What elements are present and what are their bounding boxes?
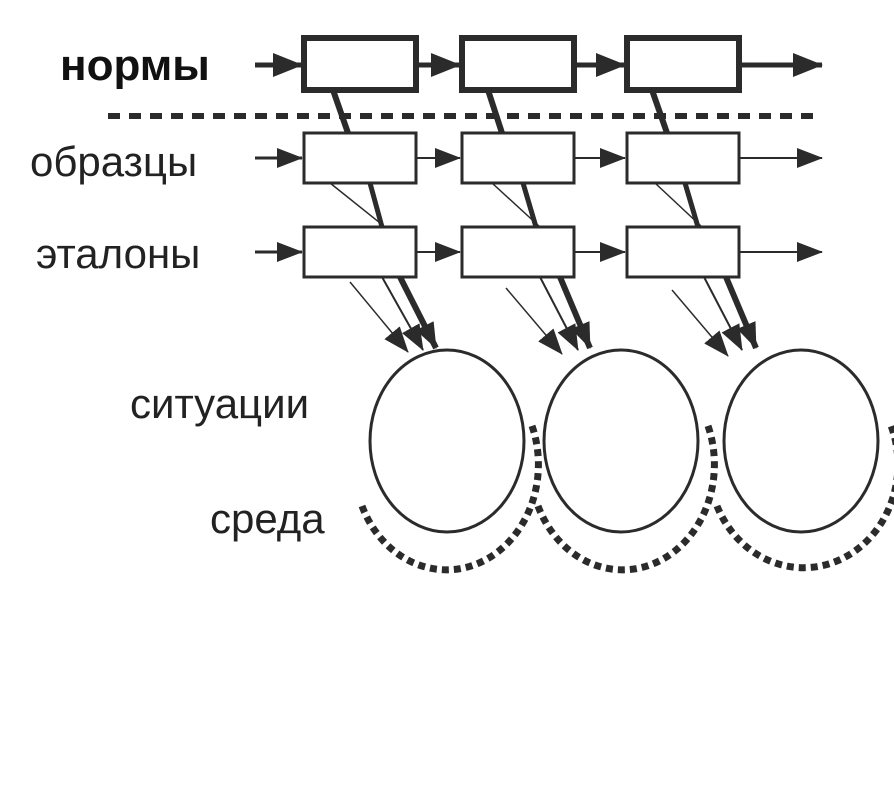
standard-box-2 — [460, 225, 576, 279]
environment-arc-2 — [534, 421, 718, 574]
standard-box-3 — [625, 225, 741, 279]
sample-link-1a — [329, 182, 386, 228]
norm-arrow-situation-2 — [557, 275, 593, 350]
samples-row — [255, 131, 823, 185]
standard-arrow-situation-1 — [349, 281, 409, 353]
flow-group-1 — [329, 89, 439, 353]
norm-arrow-situation-1 — [397, 275, 439, 350]
situation-ellipse-3 — [722, 348, 880, 534]
standards-label: эталоны — [36, 230, 200, 277]
sample-link-2a — [491, 182, 541, 228]
norm-link-3a — [649, 89, 670, 134]
sample-arrow-situation-1 — [381, 276, 424, 351]
norm-link-2a — [485, 89, 505, 134]
environment-arc-1 — [358, 421, 542, 574]
norms-row — [255, 35, 823, 93]
norm-arrow-situation-3 — [723, 275, 759, 350]
standard-box-1 — [302, 225, 418, 279]
norm-box-1 — [301, 35, 419, 93]
samples-label: образцы — [30, 138, 197, 185]
norm-link-3b — [682, 182, 701, 228]
norm-link-1a — [330, 89, 351, 134]
sample-arrow-situation-2 — [539, 276, 579, 351]
situations-label: ситуации — [130, 380, 309, 427]
sample-box-3 — [625, 131, 741, 185]
standard-arrow-situation-3 — [671, 289, 729, 357]
sample-arrow-situation-3 — [703, 276, 743, 351]
sample-box-2 — [460, 131, 576, 185]
norm-link-1b — [367, 182, 385, 228]
situations — [368, 348, 880, 534]
norms-label: нормы — [60, 41, 210, 90]
flow-group-2 — [485, 89, 593, 355]
environment-label: среда — [210, 495, 325, 542]
norm-box-2 — [459, 35, 577, 93]
sample-link-3a — [654, 182, 703, 228]
standard-arrow-situation-2 — [505, 287, 563, 355]
environment-arcs — [358, 421, 894, 574]
norm-link-2b — [520, 182, 539, 228]
situation-ellipse-2 — [542, 348, 700, 534]
sample-box-1 — [302, 131, 418, 185]
norm-box-3 — [624, 35, 742, 93]
flow-group-3 — [649, 89, 759, 357]
situation-ellipse-1 — [368, 348, 526, 534]
standards-row — [255, 225, 823, 279]
